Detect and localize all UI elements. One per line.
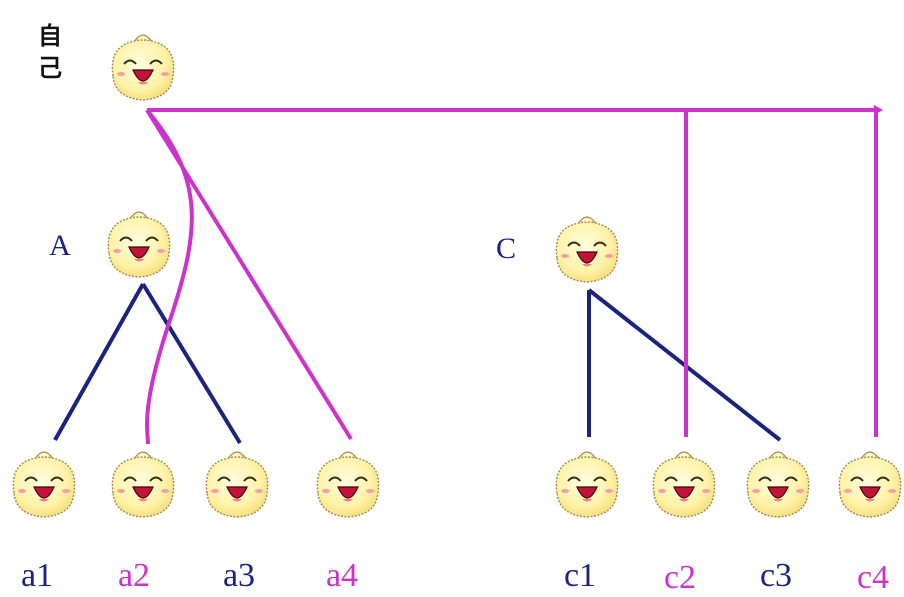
child-label-a2: a2 bbox=[118, 557, 150, 594]
child-label-c4: c4 bbox=[857, 559, 889, 596]
children-labels: a1 a2 a3 a4 c1 c2 c3 c4 bbox=[21, 557, 889, 596]
smiling-bun-icon bbox=[746, 451, 810, 518]
self-node: 自 己 bbox=[38, 22, 175, 101]
child-label-c1: c1 bbox=[564, 557, 596, 594]
family-links bbox=[53, 105, 883, 445]
smiling-bun-icon bbox=[838, 451, 902, 518]
smiling-bun-icon bbox=[12, 451, 76, 518]
smiling-bun-icon bbox=[111, 451, 175, 518]
smiling-bun-icon bbox=[316, 451, 380, 518]
link-self-a2 bbox=[145, 108, 194, 445]
children-nodes bbox=[12, 451, 902, 518]
smiling-bun-icon bbox=[555, 451, 619, 518]
child-label-c2: c2 bbox=[664, 559, 696, 596]
smiling-bun-icon bbox=[107, 211, 171, 278]
link-A-a1 bbox=[53, 283, 145, 441]
self-label-line2: 己 bbox=[38, 54, 62, 82]
parent-node-A: A bbox=[49, 211, 171, 278]
parent-label-C: C bbox=[496, 232, 516, 265]
parent-label-A: A bbox=[49, 229, 71, 262]
child-label-a4: a4 bbox=[326, 557, 358, 594]
self-label-line1: 自 bbox=[38, 22, 62, 50]
child-label-c3: c3 bbox=[760, 557, 792, 594]
link-A-a3 bbox=[141, 282, 242, 445]
smiling-bun-icon bbox=[555, 216, 619, 283]
link-self-a4 bbox=[145, 108, 353, 441]
smiling-bun-icon bbox=[205, 451, 269, 518]
parent-node-C: C bbox=[496, 216, 619, 283]
smiling-bun-icon bbox=[111, 34, 175, 101]
child-label-a3: a3 bbox=[223, 557, 255, 594]
smiling-bun-icon bbox=[652, 451, 716, 518]
child-label-a1: a1 bbox=[21, 557, 53, 594]
